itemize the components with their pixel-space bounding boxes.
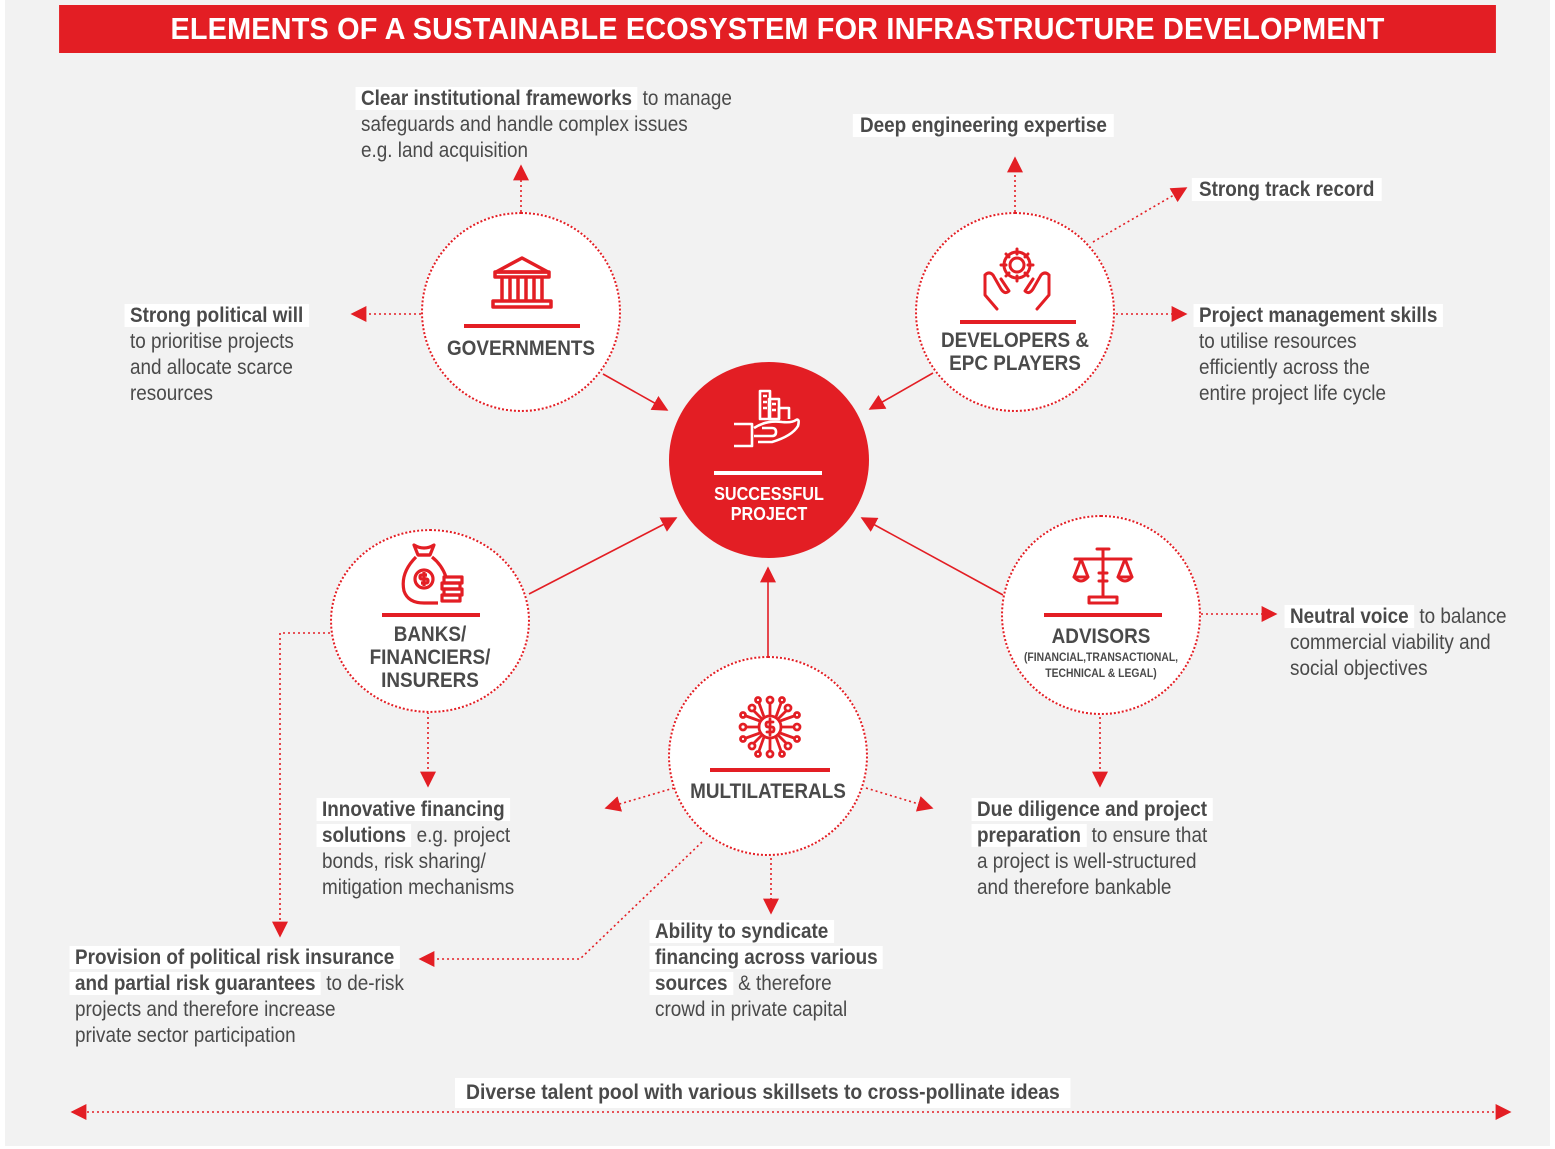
note-clear-frameworks: Clear institutional frameworks to manage… — [355, 86, 732, 164]
project-mgmt-line-2: to utilise resources — [1199, 330, 1357, 353]
banks-label-line-3: INSURERS — [381, 669, 479, 692]
network-dollar-icon — [738, 695, 802, 759]
clear-frameworks-rest: to manage — [637, 87, 732, 110]
political-risk-line-4: private sector participation — [75, 1024, 296, 1047]
political-risk-lead-2: and partial risk guarantees — [69, 972, 321, 995]
political-risk-lead-1: Provision of political risk insurance — [69, 946, 400, 969]
neutral-voice-lead: Neutral voice — [1284, 605, 1415, 628]
link-multi-left — [604, 787, 675, 812]
link-multi-right — [865, 787, 934, 812]
advisors-sublabel-line-1: (FINANCIAL,TRANSACTIONAL, — [1023, 652, 1179, 664]
hub-label-line-2: PROJECT — [730, 504, 808, 524]
advisors-sublabel: (FINANCIAL,TRANSACTIONAL, TECHNICAL & LE… — [1013, 650, 1189, 682]
due-diligence-line-3: a project is well-structured — [977, 850, 1197, 873]
link-multi-political-risk — [418, 841, 703, 967]
syndicate-lead-3: sources — [649, 972, 733, 995]
advisors-label: ADVISORS — [1051, 625, 1151, 648]
innovative-financing-line-3: bonds, risk sharing/ — [322, 850, 486, 873]
advisors-sublabel-line-2: TECHNICAL & LEGAL) — [1045, 668, 1157, 680]
project-mgmt-lead: Project management skills — [1193, 304, 1443, 327]
link-developers-hub — [868, 372, 934, 410]
syndicate-lead-1: Ability to syndicate — [649, 920, 834, 943]
link-banks-political-risk — [272, 632, 330, 938]
political-risk-line-3: projects and therefore increase — [75, 998, 336, 1021]
political-will-line-4: resources — [130, 382, 213, 405]
syndicate-lead-2: financing across various — [649, 946, 884, 969]
due-diligence-rest: to ensure that — [1086, 824, 1208, 847]
innovative-financing-lead-1: Innovative financing — [316, 798, 511, 821]
hub-label-line-1: SUCCESSFUL — [714, 484, 824, 504]
node-developers: DEVELOPERS & EPC PLAYERS — [915, 212, 1115, 412]
hub-divider — [714, 471, 822, 475]
clear-frameworks-line-3: e.g. land acquisition — [361, 139, 529, 162]
project-mgmt-line-4: entire project life cycle — [1199, 382, 1386, 405]
hub-label: SUCCESSFUL PROJECT — [679, 484, 859, 524]
link-dev-track-record — [1092, 187, 1188, 243]
governments-divider — [464, 324, 580, 328]
engineering-lead: Deep engineering expertise — [852, 114, 1115, 137]
hub-successful-project: SUCCESSFUL PROJECT — [669, 362, 869, 558]
due-diligence-lead-1: Due diligence and project — [971, 798, 1213, 821]
scales-icon — [1072, 547, 1134, 605]
innovative-financing-rest: e.g. project — [411, 824, 511, 847]
syndicate-line-4: crowd in private capital — [655, 998, 848, 1021]
note-neutral-voice: Neutral voice to balance commercial viab… — [1284, 604, 1507, 682]
clear-frameworks-line-2: safeguards and handle complex issues — [361, 113, 688, 136]
banks-divider — [382, 613, 480, 617]
political-risk-rest: to de-risk — [320, 972, 404, 995]
political-will-line-2: to prioritise projects — [130, 330, 294, 353]
node-advisors: ADVISORS (FINANCIAL,TRANSACTIONAL, TECHN… — [1001, 515, 1201, 715]
developers-divider — [960, 320, 1076, 324]
note-engineering: Deep engineering expertise — [852, 113, 1115, 139]
syndicate-rest: & therefore — [732, 972, 832, 995]
innovative-financing-lead-2: solutions — [316, 824, 412, 847]
political-will-lead: Strong political will — [124, 304, 309, 327]
note-track-record: Strong track record — [1191, 177, 1382, 203]
due-diligence-lead-2: preparation — [971, 824, 1087, 847]
neutral-voice-line-2: commercial viability and — [1290, 631, 1491, 654]
multilaterals-divider — [710, 768, 830, 772]
due-diligence-line-4: and therefore bankable — [977, 876, 1172, 899]
developers-label-line-2: EPC PLAYERS — [949, 352, 1081, 375]
innovative-financing-line-4: mitigation mechanisms — [322, 876, 515, 899]
money-bag-icon — [401, 543, 464, 605]
link-advisors-hub — [860, 517, 1004, 596]
governments-label: GOVERNMENTS — [446, 337, 596, 360]
banks-label: BANKS/ FINANCIERS/ INSURERS — [342, 623, 518, 692]
track-record-lead: Strong track record — [1191, 178, 1382, 201]
government-building-icon — [491, 256, 553, 309]
note-syndicate: Ability to syndicate financing across va… — [649, 919, 884, 1023]
node-governments: GOVERNMENTS — [421, 212, 621, 412]
diagram-title: ELEMENTS OF A SUSTAINABLE ECOSYSTEM FOR … — [59, 5, 1496, 53]
node-banks: BANKS/ FINANCIERS/ INSURERS — [330, 529, 530, 713]
clear-frameworks-lead: Clear institutional frameworks — [355, 87, 638, 110]
project-mgmt-line-3: efficiently across the — [1199, 356, 1370, 379]
neutral-voice-line-3: social objectives — [1290, 657, 1428, 680]
node-multilaterals: MULTILATERALS — [668, 656, 868, 856]
developers-label-line-1: DEVELOPERS & — [940, 329, 1090, 352]
political-will-line-3: and allocate scarce — [130, 356, 293, 379]
hands-gear-icon — [983, 247, 1051, 311]
link-governments-hub — [602, 373, 669, 411]
note-political-risk: Provision of political risk insurance an… — [69, 945, 404, 1049]
banks-label-line-1: BANKS/ — [393, 623, 467, 646]
advisors-divider — [1044, 613, 1162, 617]
hand-holding-city-icon — [734, 389, 800, 448]
multilaterals-label: MULTILATERALS — [690, 780, 846, 803]
note-project-mgmt: Project management skills to utilise res… — [1193, 303, 1443, 407]
note-innovative-financing: Innovative financing solutions e.g. proj… — [316, 797, 515, 901]
note-talent-pool: Diverse talent pool with various skillse… — [455, 1078, 1071, 1108]
link-banks-hub — [528, 517, 678, 595]
developers-label: DEVELOPERS & EPC PLAYERS — [927, 329, 1103, 375]
banks-label-line-2: FINANCIERS/ — [369, 646, 491, 669]
neutral-voice-rest: to balance — [1414, 605, 1507, 628]
note-due-diligence: Due diligence and project preparation to… — [971, 797, 1213, 901]
note-political-will: Strong political will to prioritise proj… — [124, 303, 309, 407]
